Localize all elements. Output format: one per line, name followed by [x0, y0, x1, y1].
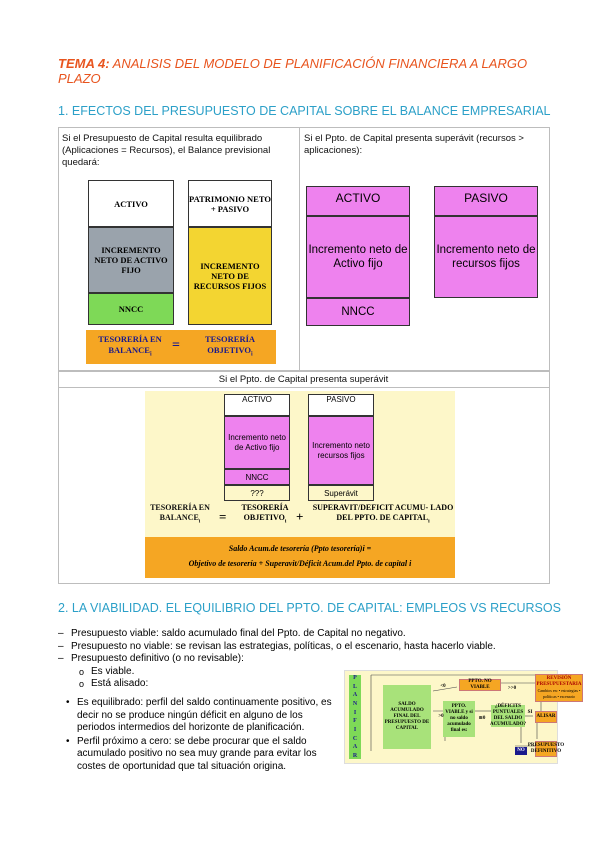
cell-right-text: Si el Ppto. de Capital presenta superávi… — [304, 133, 524, 156]
superavit-box: Superávit — [308, 485, 374, 501]
alisar-box: ALISAR — [535, 711, 557, 723]
tesoreria-balance-label-3: TESORERÍA EN BALANCEi — [150, 503, 210, 525]
section1-heading: 1. EFECTOS DEL PRESUPUESTO DE CAPITAL SO… — [58, 104, 551, 118]
activo-box-3: ACTIVO — [224, 394, 290, 416]
list-item: Presupuesto no viable: se revisan las es… — [58, 641, 548, 654]
activo-box-2: ACTIVO — [306, 186, 410, 216]
formula-line-2: Objetivo de tesorería + Superavit/Défici… — [188, 559, 412, 568]
viability-list: Presupuesto viable: saldo acumulado fina… — [58, 628, 548, 691]
bullet-list: Es equilibrado: perfil del saldo continu… — [66, 697, 338, 773]
balance-diagram-equilibrado: ACTIVO INCREMENTO NETO DE ACTIVO FIJO NN… — [82, 178, 282, 368]
nncc-box-3: NNCC — [224, 469, 290, 485]
superavit-deficit-label: SUPERAVIT/DEFICIT ACUMU- LADO DEL PPTO. … — [312, 503, 454, 525]
lt0-label: <0 — [440, 684, 446, 689]
nncc-box: NNCC — [88, 293, 174, 325]
table-bottom-row — [58, 370, 550, 584]
pasivo-box-3: PASIVO — [308, 394, 374, 416]
formula-line-1: Saldo Acum.de tesorería (Ppto tesorería)… — [228, 544, 372, 553]
bullet-item: Es equilibrado: perfil del saldo continu… — [66, 697, 338, 735]
table-divider — [299, 127, 300, 371]
list-item: Presupuesto viable: saldo acumulado fina… — [58, 628, 548, 641]
nncc-box-2: NNCC — [306, 298, 410, 326]
viable-box: PPTO. VIABLE y si no saldo acumulado fin… — [443, 701, 475, 737]
incremento-activo-box-3: Incremento neto de Activo fijo — [224, 416, 290, 469]
no-viable-box: PPTO. NO VIABLE — [459, 679, 501, 691]
list-subitem: Es viable. — [58, 666, 548, 679]
saldo-box: SALDO ACUMULADO FINAL DEL PRESUPUESTO DE… — [383, 685, 431, 749]
pn-pasivo-box: PATRIMONIO NETO + PASIVO — [188, 180, 272, 227]
gtgt0-label: >>0 — [507, 686, 517, 691]
incremento-recursos-box-2: Incremento neto de recursos fijos — [434, 216, 538, 298]
section2-heading: 2. LA VIABILIDAD. EL EQUILIBRIO DEL PPTO… — [58, 601, 561, 615]
tesoreria-banner: TESORERÍA EN BALANCEi = TESORERÍA OBJETI… — [86, 330, 276, 364]
unknown-box: ??? — [224, 485, 290, 501]
equals-sign-3: = — [219, 509, 227, 524]
balance-diagram-superavit-2: ACTIVO Incremento neto de Activo fijo NN… — [145, 391, 455, 578]
deficits-box: ¿DÉFICITS PUNTUALES DEL SALDO ACUMULADO? — [489, 704, 527, 727]
cell-bottom-text: Si el Ppto. de Capital presenta superávi… — [218, 374, 389, 385]
revision-box: REVISIÓN PRESUPUESTARIA Cambios en: • es… — [535, 674, 583, 702]
cell-left-text: Si el Presupuesto de Capital resulta equ… — [62, 133, 271, 168]
activo-box: ACTIVO — [88, 180, 174, 227]
pasivo-box-2: PASIVO — [434, 186, 538, 216]
definitivo-box: PRESUPUESTO DEFINITIVO — [528, 741, 564, 757]
no-label: NO — [515, 747, 527, 755]
incremento-recursos-box-3: Incremento neto recursos fijos — [308, 416, 374, 485]
incremento-activo-box: INCREMENTO NETO DE ACTIVO FIJO — [88, 227, 174, 293]
gt0-label: >0 — [438, 714, 444, 719]
tesoreria-balance-label: TESORERÍA EN BALANCEi — [98, 334, 162, 358]
table-top-row — [58, 127, 550, 372]
tesoreria-objetivo-label: TESORERÍA OBJETIVOi — [204, 334, 256, 358]
approx0-label: ≅0 — [478, 716, 486, 721]
formula-banner: Saldo Acum.de tesorería (Ppto tesorería)… — [145, 537, 455, 578]
tesoreria-objetivo-label-3: TESORERÍA OBJETIVOi — [241, 503, 289, 525]
incremento-recursos-box: INCREMENTO NETO DE RECURSOS FIJOS — [188, 227, 272, 325]
balance-diagram-superavit: ACTIVO Incremento neto de Activo fijo NN… — [306, 180, 542, 330]
list-subitem: Está alisado: — [58, 678, 548, 691]
si-label: SI — [527, 710, 533, 715]
page-title: TEMA 4: ANALISIS DEL MODELO DE PLANIFICA… — [58, 56, 528, 86]
incremento-activo-box-2: Incremento neto de Activo fijo — [306, 216, 410, 298]
table-inner-divider — [58, 387, 549, 388]
bullet-item: Perfil próximo a cero: se debe procurar … — [66, 736, 338, 774]
plus-sign: + — [296, 509, 304, 524]
list-item: Presupuesto definitivo (o no revisable): — [58, 653, 548, 666]
equals-sign: = — [172, 338, 180, 353]
